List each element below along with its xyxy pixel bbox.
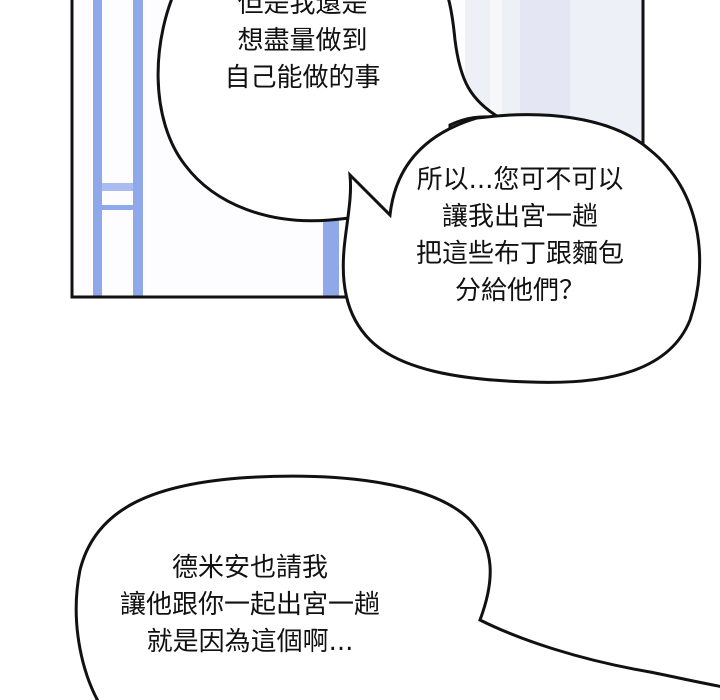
text-line: 把這些布丁跟麵包 — [415, 239, 624, 269]
text-line: 就是因為這個啊... — [146, 627, 354, 657]
bubble-2-text: 所以...您可不可以 讓我出宮一趟 把這些布丁跟麵包 分給他們？ — [380, 162, 660, 310]
speech-bubble-2 — [341, 113, 702, 384]
bubble-3-text: 德米安也請我 讓他跟你一起出宮一趟 就是因為這個啊... — [80, 550, 420, 661]
text-line: 想盡量做到 — [237, 26, 368, 56]
text-line: 分給他們？ — [454, 276, 585, 306]
window-frame — [93, 0, 102, 297]
text-line: 自己能做的事 — [224, 63, 381, 93]
text-line: 所以...您可不可以 — [416, 165, 624, 195]
text-line: 德米安也請我 — [171, 553, 328, 583]
speech-bubble-3 — [74, 474, 720, 700]
text-line: 但是我還是 — [237, 0, 368, 19]
text-line: 讓他跟你一起出宮一趟 — [119, 590, 380, 620]
bubble-1-text: 但是我還是 想盡量做到 自己能做的事 — [195, 0, 410, 97]
text-line: 讓我出宮一趟 — [441, 202, 598, 232]
